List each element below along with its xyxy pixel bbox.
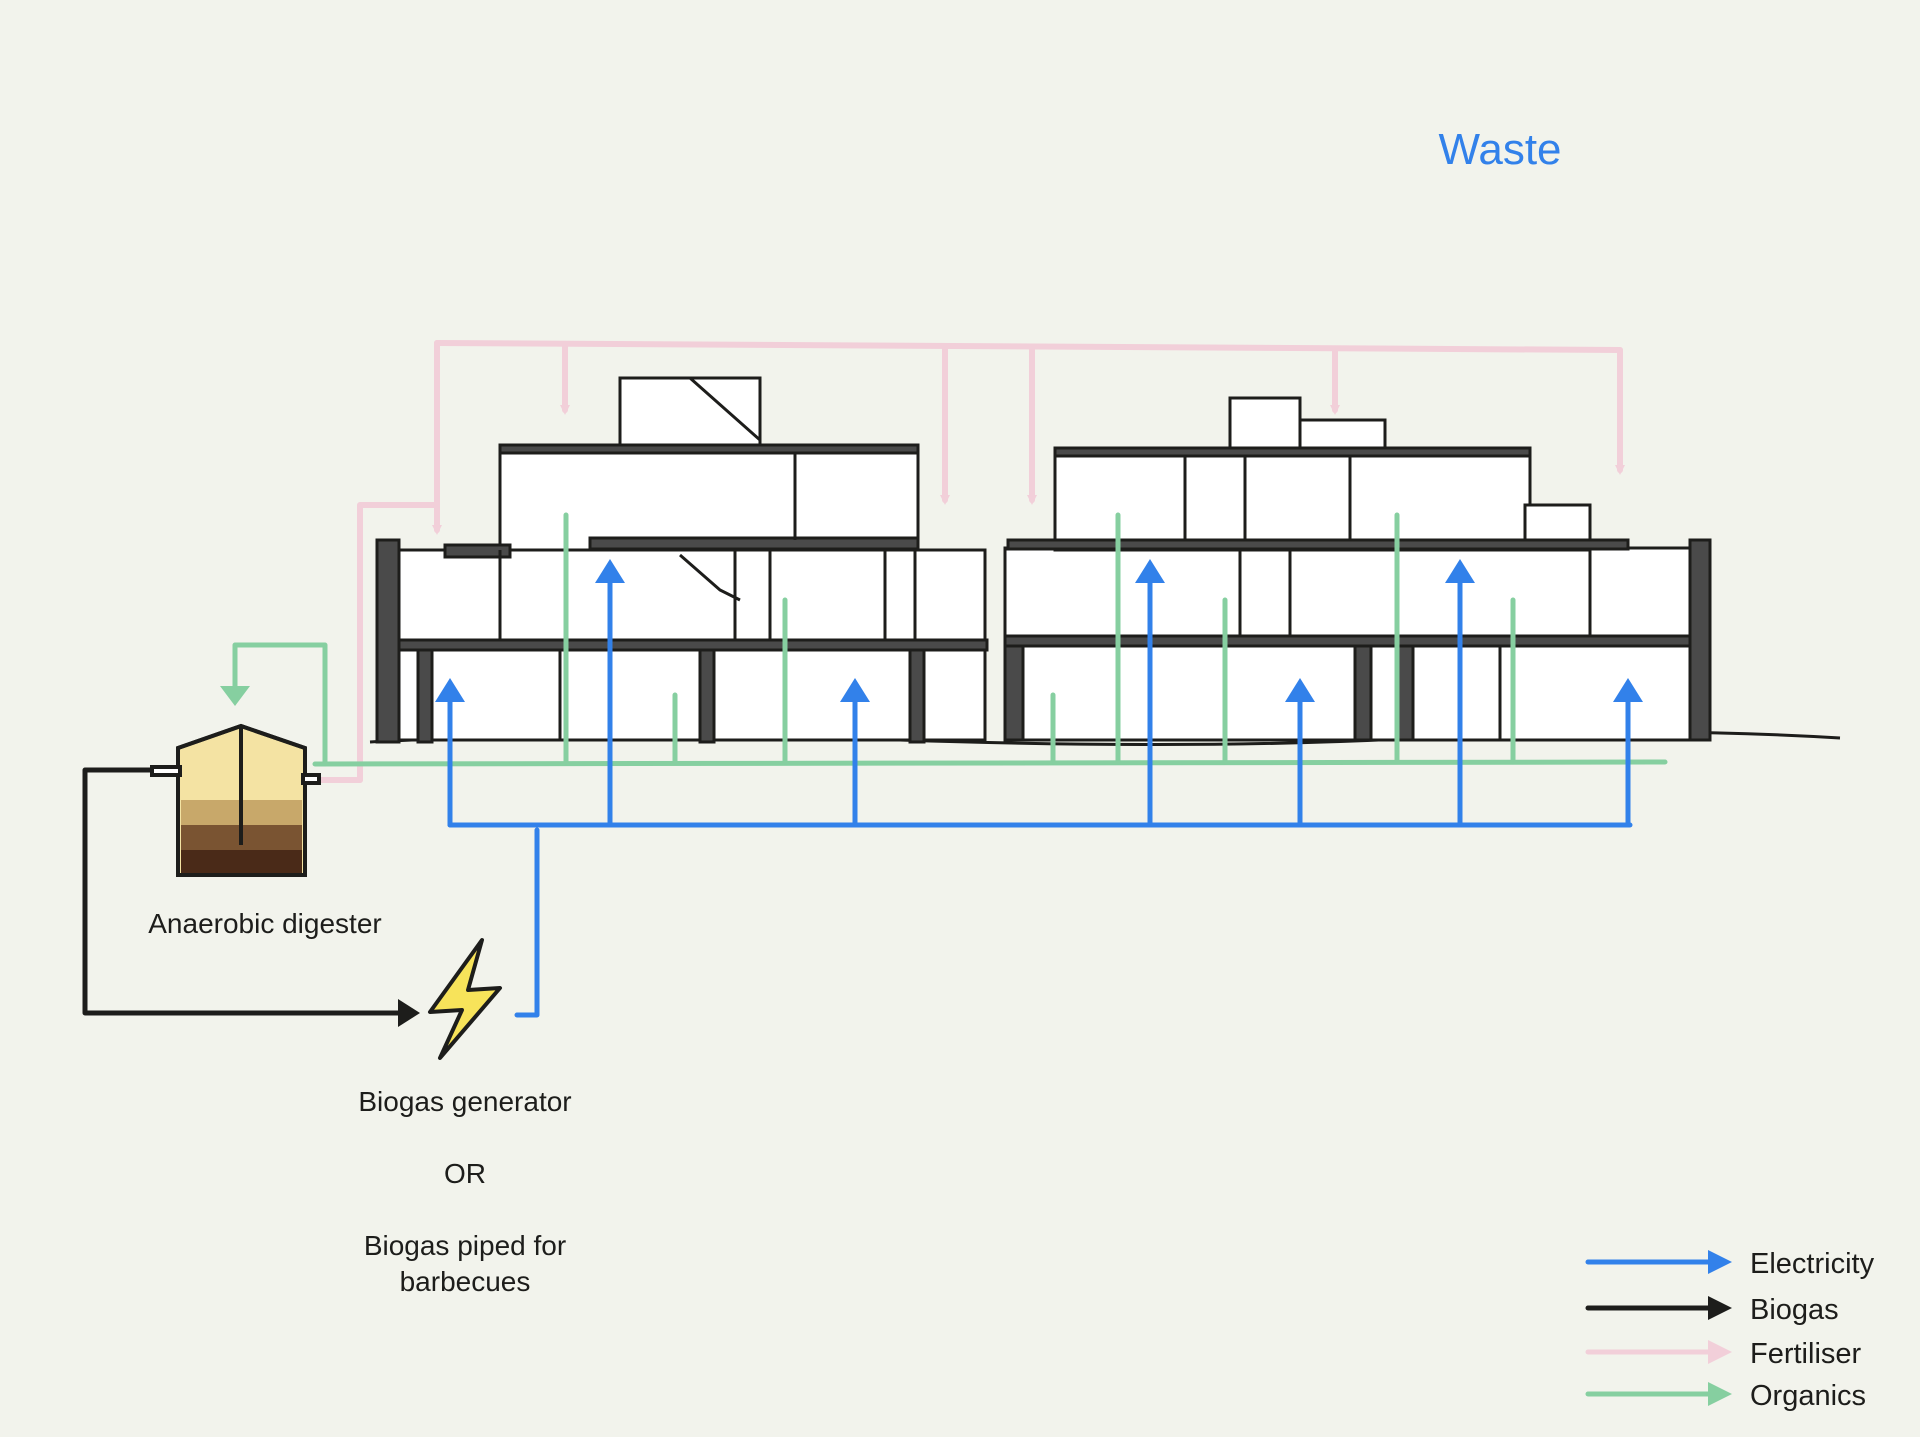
legend-fertiliser: Fertiliser [1580, 1334, 1900, 1374]
organics-lines [232, 512, 1668, 767]
legend-arrow-organics-icon [1585, 1382, 1732, 1406]
electricity-arrowheads [435, 559, 1643, 702]
organics-arrowhead [220, 686, 250, 706]
biogas-arrowhead [398, 999, 420, 1027]
digester-icon [150, 723, 321, 877]
lightning-icon [428, 938, 502, 1060]
legend-label-biogas: Biogas [1750, 1294, 1839, 1326]
legend-organics: Organics [1580, 1376, 1900, 1416]
digester-label: Anaerobic digester [148, 908, 382, 939]
legend-biogas: Biogas [1580, 1290, 1900, 1330]
legend-label-organics: Organics [1750, 1380, 1867, 1412]
piped-label: Biogas piped for barbecues [363, 1230, 567, 1297]
legend-label-electricity: Electricity [1750, 1248, 1875, 1280]
biogas-line [82, 767, 403, 1016]
legend-label-fertiliser: Fertiliser [1750, 1338, 1862, 1370]
left-building [375, 376, 989, 744]
or-label: OR [444, 1158, 486, 1189]
diagram-title: Waste [1438, 125, 1562, 174]
electricity-lines [447, 577, 1633, 1018]
legend-electricity: Electricity [1580, 1244, 1900, 1284]
legend-arrow-biogas-icon [1585, 1296, 1732, 1320]
right-building [1003, 396, 1712, 742]
generator-label: Biogas generator [358, 1086, 572, 1117]
fertiliser-lines [307, 340, 1625, 783]
legend-arrow-fertiliser-icon [1585, 1340, 1732, 1364]
legend-arrow-electricity-icon [1585, 1250, 1732, 1274]
